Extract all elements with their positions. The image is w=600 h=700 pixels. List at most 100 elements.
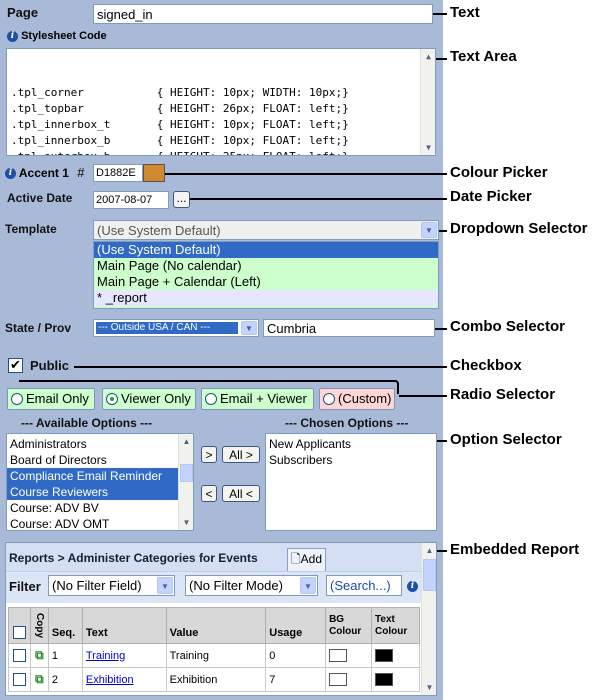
copy-icon[interactable]: ⧉ <box>35 648 44 662</box>
radio-circle-icon[interactable] <box>323 393 335 405</box>
header-text-colour[interactable]: Text Colour <box>371 607 420 644</box>
scroll-up-icon[interactable]: ▲ <box>426 52 431 61</box>
add-button[interactable]: 🗋Add <box>287 548 327 573</box>
header-seq[interactable]: Seq. <box>47 607 83 644</box>
scroll-up-icon[interactable]: ▲ <box>182 437 191 446</box>
search-input[interactable]: (Search...) <box>326 575 402 596</box>
filter-field-select[interactable]: (No Filter Field) ▼ <box>48 575 175 596</box>
usage-cell: 0 <box>265 643 327 668</box>
accent-input[interactable]: D1882E <box>93 164 143 182</box>
report-breadcrumb[interactable]: Reports > Administer Categories for Even… <box>9 551 258 565</box>
checkbox-icon[interactable] <box>12 626 26 639</box>
scroll-down-icon[interactable]: ▼ <box>182 518 191 527</box>
report-scrollbar[interactable]: ▲ ▼ <box>421 543 436 695</box>
text-cell[interactable]: Training <box>81 643 167 668</box>
text-colour-cell[interactable] <box>371 667 420 692</box>
scroll-up-icon[interactable]: ▲ <box>425 546 434 555</box>
list-item[interactable]: Course Reviewers <box>7 484 178 500</box>
template-option[interactable]: Main Page + Calendar (Left) <box>94 274 438 290</box>
chevron-down-icon[interactable]: ▼ <box>157 577 173 594</box>
callout-line <box>74 366 447 368</box>
header-value[interactable]: Value <box>165 607 267 644</box>
page-label: Page <box>7 5 39 20</box>
state-text-input[interactable]: Cumbria <box>263 319 435 337</box>
textarea-scrollbar[interactable]: ▲ ▼ <box>420 49 435 155</box>
callout-combo: Combo Selector <box>450 318 566 335</box>
chevron-down-icon[interactable]: ▼ <box>421 222 437 238</box>
radio-custom[interactable]: (Custom) <box>319 388 395 410</box>
copy-cell[interactable]: ⧉ <box>29 643 49 668</box>
checkbox-icon[interactable] <box>12 649 26 662</box>
list-item[interactable]: Board of Directors <box>10 453 107 467</box>
scroll-down-icon[interactable]: ▼ <box>426 143 431 152</box>
scroll-down-icon[interactable]: ▼ <box>425 683 434 692</box>
text-colour-cell[interactable] <box>371 643 420 668</box>
radio-circle-icon[interactable] <box>11 393 23 405</box>
template-option[interactable]: Main Page (No calendar) <box>94 258 438 274</box>
text-cell[interactable]: Exhibition <box>81 667 167 692</box>
move-right-button[interactable]: > <box>201 446 217 463</box>
move-all-right-button[interactable]: All > <box>222 446 260 463</box>
info-icon[interactable]: i <box>5 168 16 180</box>
list-item[interactable]: Compliance Email Reminder <box>7 468 178 484</box>
row-select[interactable] <box>8 667 31 692</box>
state-selected: --- Outside USA / CAN --- <box>96 322 238 334</box>
state-select[interactable]: --- Outside USA / CAN --- ▼ <box>93 319 259 337</box>
radio-email-only[interactable]: Email Only <box>7 388 95 410</box>
radio-viewer-only[interactable]: Viewer Only <box>102 388 196 410</box>
move-left-button[interactable]: < <box>201 485 217 502</box>
header-usage[interactable]: Usage <box>265 607 327 644</box>
list-item[interactable]: Subscribers <box>269 453 333 467</box>
row-link[interactable]: Exhibition <box>85 673 134 686</box>
checkbox-icon[interactable] <box>12 673 26 686</box>
list-item[interactable]: Course: ADV OMT <box>10 517 110 531</box>
stylesheet-textarea[interactable]: .tpl_corner { HEIGHT: 10px; WIDTH: 10px;… <box>6 48 436 156</box>
radio-circle-icon[interactable] <box>205 393 217 405</box>
date-input[interactable]: 2007-08-07 <box>93 191 169 209</box>
list-item[interactable]: New Applicants <box>269 437 352 451</box>
row-select[interactable] <box>8 643 31 668</box>
radio-selected-icon[interactable] <box>106 393 118 405</box>
hash-symbol: # <box>77 165 85 180</box>
template-label: Template <box>5 222 57 236</box>
template-select[interactable]: (Use System Default) ▼ <box>93 220 439 240</box>
template-option[interactable]: (Use System Default) <box>94 242 438 258</box>
template-option[interactable]: * _report <box>94 290 438 306</box>
header-bg-colour[interactable]: BG Colour <box>325 607 373 644</box>
colour-swatch[interactable] <box>329 673 348 686</box>
colour-swatch[interactable] <box>329 649 348 662</box>
available-scrollbar[interactable]: ▲ ▼ <box>178 434 193 530</box>
scroll-thumb[interactable] <box>180 464 193 482</box>
info-icon[interactable]: i <box>7 30 18 42</box>
filter-mode-select[interactable]: (No Filter Mode) ▼ <box>185 575 318 596</box>
colour-swatch[interactable] <box>375 649 394 662</box>
colour-swatch[interactable] <box>143 164 165 182</box>
bg-colour-cell[interactable] <box>325 643 373 668</box>
filter-mode-value: (No Filter Mode) <box>189 578 283 593</box>
scroll-thumb[interactable] <box>423 559 436 591</box>
info-icon[interactable]: i <box>407 581 418 592</box>
public-checkbox[interactable]: ✔ <box>8 358 23 373</box>
page-input[interactable]: signed_in <box>93 4 433 24</box>
move-all-left-button[interactable]: All < <box>222 485 260 502</box>
table-row[interactable]: ⧉ 2 Exhibition Exhibition 7 <box>8 667 420 692</box>
chevron-down-icon[interactable]: ▼ <box>241 321 257 335</box>
list-item[interactable]: Administrators <box>10 437 87 451</box>
callout-line <box>437 440 447 442</box>
available-header: --- Available Options --- <box>21 416 153 430</box>
copy-cell[interactable]: ⧉ <box>29 667 49 692</box>
copy-icon[interactable]: ⧉ <box>35 672 44 686</box>
callout-line <box>190 198 447 200</box>
header-text[interactable]: Text <box>81 607 167 644</box>
table-row[interactable]: ⧉ 1 Training Training 0 <box>8 643 420 668</box>
bg-colour-cell[interactable] <box>325 667 373 692</box>
list-item[interactable]: Course: ADV BV <box>10 501 99 515</box>
radio-email-viewer[interactable]: Email + Viewer <box>201 388 314 410</box>
colour-swatch[interactable] <box>375 673 394 686</box>
row-link[interactable]: Training <box>85 649 126 662</box>
header-select-all[interactable] <box>8 607 31 644</box>
chevron-down-icon[interactable]: ▼ <box>300 577 316 594</box>
date-picker-button[interactable]: ... <box>173 191 190 208</box>
